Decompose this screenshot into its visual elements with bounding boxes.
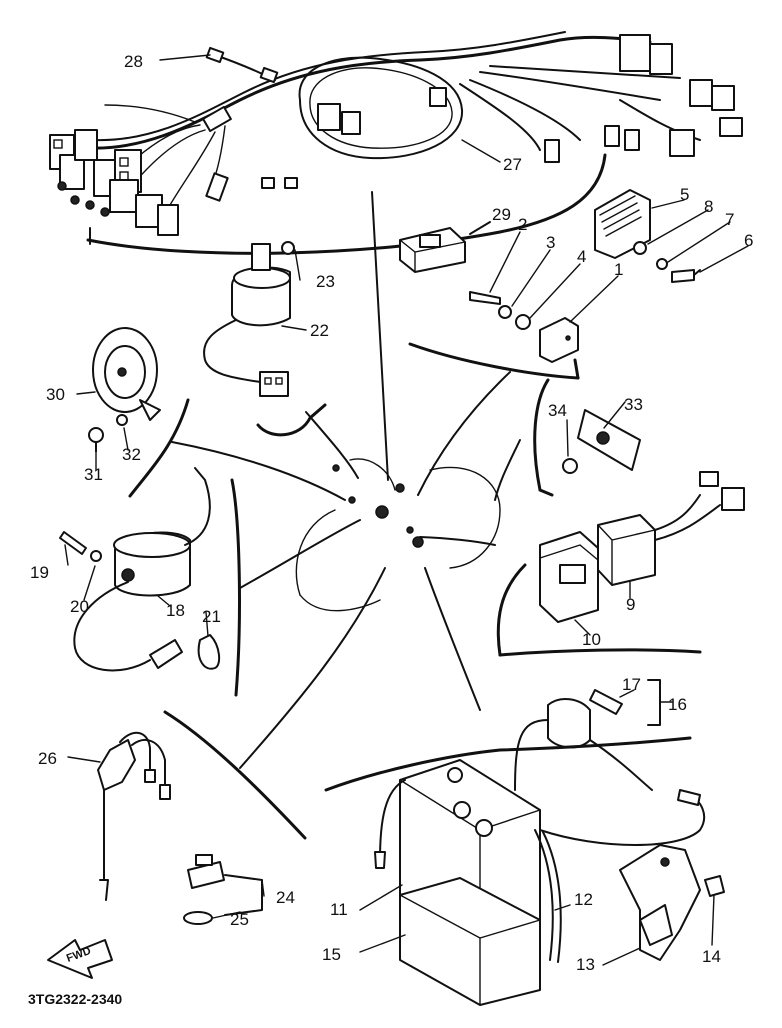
callout-12: 12: [574, 890, 593, 909]
callout-31: 31: [84, 465, 103, 484]
sensor-parts-24-25: [183, 854, 263, 925]
ignition-coil-part-18: [59, 467, 241, 697]
callout-27: 27: [503, 155, 522, 174]
callout-9: 9: [626, 595, 635, 614]
callout-3: 3: [546, 233, 555, 252]
callout-22: 22: [310, 321, 329, 340]
callout-30: 30: [46, 385, 65, 404]
main-switch-part-22: [203, 241, 327, 437]
callout-32: 32: [122, 445, 141, 464]
callout-5: 5: [680, 185, 689, 204]
horn-part-30: [88, 327, 190, 498]
callout-4: 4: [577, 247, 586, 266]
leader-lines: [171, 191, 521, 769]
callout-13: 13: [576, 955, 595, 974]
callout-7: 7: [725, 210, 734, 229]
callout-34: 34: [548, 401, 567, 420]
callout-10: 10: [582, 630, 601, 649]
callout-25: 25: [230, 910, 249, 929]
callout-23: 23: [316, 272, 335, 291]
wire-harness: [49, 31, 743, 255]
callout-19: 19: [30, 563, 49, 582]
callout-17: 17: [622, 675, 641, 694]
callout-14: 14: [702, 947, 721, 966]
callout-15: 15: [322, 945, 341, 964]
callout-11: 11: [330, 900, 348, 919]
forward-arrow: FWD: [47, 939, 113, 979]
relay-parts-9-10: [496, 471, 745, 657]
callout-labels: 28 27 29 2 3 4 1 5 8 7 6 23 22 30 31 32 …: [30, 52, 753, 974]
callout-8: 8: [704, 197, 713, 216]
callout-26: 26: [38, 749, 57, 768]
callout-2: 2: [518, 215, 527, 234]
rectifier-assembly: [408, 189, 701, 380]
callout-16: 16: [668, 695, 687, 714]
callout-28: 28: [124, 52, 143, 71]
callout-leaders: [64, 54, 749, 966]
plate-part-33: [533, 378, 641, 497]
callout-29: 29: [492, 205, 511, 224]
callout-1: 1: [614, 260, 623, 279]
callout-21: 21: [202, 607, 221, 626]
callout-6: 6: [744, 231, 753, 250]
callout-24: 24: [276, 888, 295, 907]
relay-part-29: [399, 221, 491, 273]
callout-20: 20: [70, 597, 89, 616]
catalog-code: 3TG2322-2340: [28, 991, 122, 1007]
frame-outline: [295, 458, 501, 612]
switch-part-26: [97, 710, 307, 901]
battery-assembly: [324, 679, 725, 1006]
callout-33: 33: [624, 395, 643, 414]
callout-18: 18: [166, 601, 185, 620]
